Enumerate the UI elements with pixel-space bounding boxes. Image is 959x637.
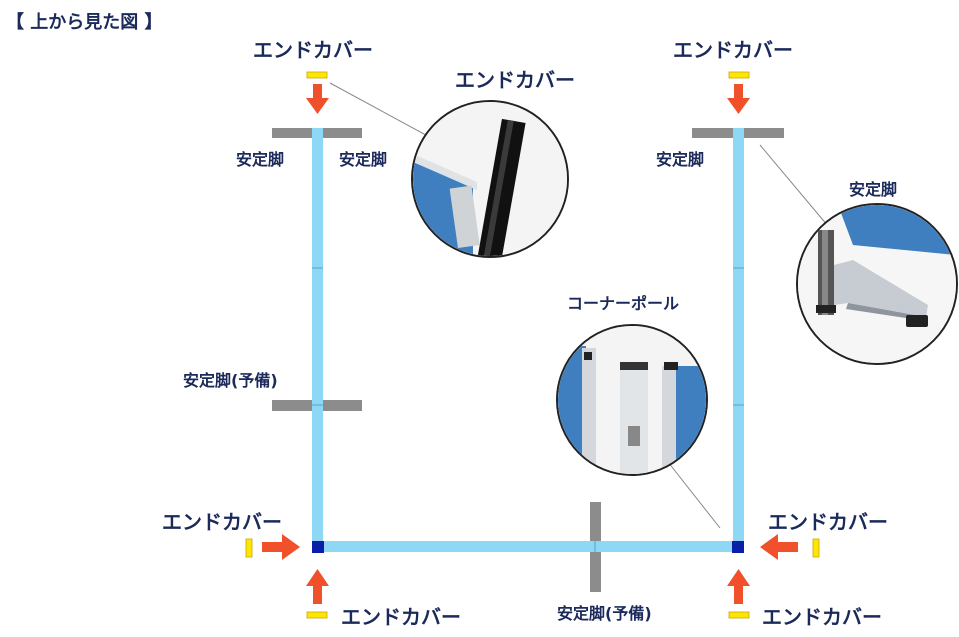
arrow-up-icon xyxy=(306,569,329,604)
end-cover-label-left: エンドカバー xyxy=(162,510,282,534)
corner-pole-detail-photo xyxy=(556,324,708,476)
corner-pole-bottom-left xyxy=(312,541,324,553)
end-cover-label-bottom-right: エンドカバー xyxy=(762,605,882,629)
stabilizer-foot-label-right: 安定脚 xyxy=(656,150,705,169)
end-cap-bottom-right xyxy=(728,611,750,619)
end-cap-top-left xyxy=(306,71,328,79)
arrow-down-icon xyxy=(727,84,750,114)
leader-line-corner-pole xyxy=(667,461,721,529)
corner-pole-bottom-right xyxy=(732,541,744,553)
stabilizer-foot-detail-photo xyxy=(796,203,958,365)
leader-line-foot-right xyxy=(759,144,829,227)
stabilizer-foot-detail-label: 安定脚 xyxy=(849,180,898,199)
arrow-right-icon xyxy=(262,534,300,560)
end-cover-label-top-left: エンドカバー xyxy=(253,38,373,62)
end-cover-detail-photo xyxy=(411,100,569,258)
arrow-left-icon xyxy=(760,534,798,560)
end-cover-detail-label: エンドカバー xyxy=(455,68,575,92)
leader-line-end-cover-left xyxy=(329,82,436,141)
stabilizer-foot-label-left-b: 安定脚 xyxy=(339,150,388,169)
panel-bottom xyxy=(312,541,744,552)
end-cover-label-right: エンドカバー xyxy=(768,510,888,534)
panel-left xyxy=(312,128,323,552)
end-cap-top-right xyxy=(728,71,750,79)
end-cover-label-bottom-left: エンドカバー xyxy=(341,605,461,629)
stabilizer-foot-spare-label-bottom: 安定脚(予備) xyxy=(557,604,652,623)
stabilizer-foot-label-left-a: 安定脚 xyxy=(236,150,285,169)
arrow-down-icon xyxy=(306,84,329,114)
corner-pole-label: コーナーポール xyxy=(567,294,680,313)
end-cap-left xyxy=(245,538,253,558)
end-cover-label-top-right: エンドカバー xyxy=(673,38,793,62)
diagram-heading: 【 上から見た図 】 xyxy=(6,12,163,33)
arrow-up-icon xyxy=(727,569,750,604)
stabilizer-foot-spare-label-left: 安定脚(予備) xyxy=(183,371,278,390)
panel-right xyxy=(733,128,744,552)
end-cap-bottom-left xyxy=(306,611,328,619)
end-cap-right xyxy=(812,538,820,558)
